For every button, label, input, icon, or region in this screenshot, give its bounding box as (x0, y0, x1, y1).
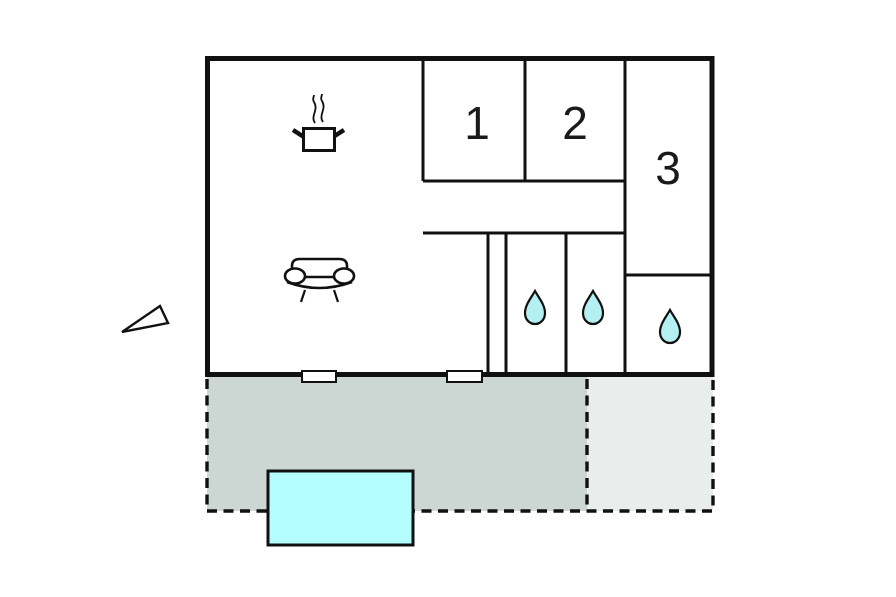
sofa-leg-right (332, 289, 340, 303)
room-2-label: 2 (562, 97, 588, 149)
interior-walls (421, 58, 712, 374)
water-drop-icon-bath-1 (523, 288, 547, 326)
water-drops (523, 288, 682, 345)
sofa-leg-left (299, 289, 307, 303)
house-outer-wall (205, 56, 715, 377)
windows (301, 370, 483, 383)
room-3-label: 3 (655, 142, 681, 194)
steam-line-2 (320, 93, 325, 123)
water-drop-icon-bath-2 (581, 288, 605, 326)
pool (266, 469, 415, 547)
sofa-armrest-left (283, 267, 307, 285)
steam-line-1 (312, 94, 317, 124)
sofa-icon (283, 257, 356, 303)
window-2 (446, 370, 483, 383)
sofa-armrest-right (332, 267, 356, 285)
north-arrow-icon (121, 304, 170, 334)
water-drop-icon-bath-3 (658, 307, 682, 345)
terrace-light-section (587, 377, 713, 511)
sofa-back (290, 257, 349, 277)
window-1 (301, 370, 337, 383)
terrace-dashed-border (205, 379, 715, 513)
pot-body (302, 127, 336, 152)
stove-icon (291, 93, 346, 152)
room-1-label: 1 (464, 97, 490, 149)
